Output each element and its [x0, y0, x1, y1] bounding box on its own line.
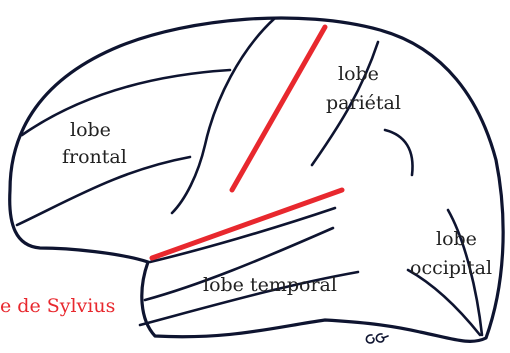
frontal-sulcus-upper	[22, 70, 230, 135]
precentral-sulcus	[172, 18, 275, 213]
parietal-label-line2: pariétal	[326, 92, 401, 114]
parietal-sulcus	[385, 130, 413, 175]
frontal-label-line1: lobe	[70, 119, 111, 141]
occipital-label-line1: lobe	[436, 228, 477, 250]
temporal-label: lobe temporal	[203, 274, 337, 296]
occipital-label-line2: occipital	[410, 257, 492, 279]
occipital-sulcus-b	[408, 270, 480, 335]
parietal-label-line1: lobe	[338, 63, 379, 85]
temporal-sulcus-upper	[150, 208, 335, 262]
sylvian-fissure	[152, 190, 342, 258]
sylvius-label: e de Sylvius	[0, 295, 115, 317]
signature-mark	[366, 334, 388, 343]
frontal-label-line2: frontal	[62, 146, 127, 168]
